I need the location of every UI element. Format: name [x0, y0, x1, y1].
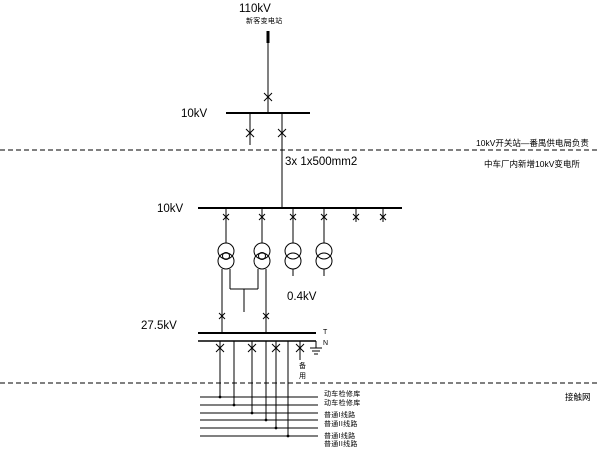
- feeder-label: 普通I线路: [324, 433, 356, 440]
- spare-label: 备用: [299, 363, 307, 380]
- feeder-label: 普通II线路: [324, 421, 358, 428]
- traction-feeder-drops: [215, 341, 305, 436]
- traction-transformer-2: [253, 242, 271, 270]
- feeder-label: 动车检修库: [324, 400, 361, 407]
- source-voltage-label: 110kV: [239, 3, 271, 15]
- substation-bus-label: 10kV: [157, 203, 184, 215]
- traction-transformer-1: [217, 242, 235, 270]
- switchyard-bus-label: 10kV: [181, 108, 208, 120]
- source-breaker: [263, 92, 273, 102]
- traction-bus-label: 27.5kV: [141, 320, 177, 332]
- switchyard-breaker-left: [245, 128, 255, 138]
- substation-zone-label: 中车厂内新增10kV变电所: [484, 159, 580, 169]
- switchyard-breaker-right: [277, 128, 287, 138]
- substation-feeders: [222, 208, 387, 243]
- feeder-label: 普通I线路: [324, 412, 356, 419]
- feeder-label: 动车检修库: [324, 391, 361, 398]
- distribution-transformer-2: [315, 242, 333, 270]
- cable-label: 3x 1x500mm2: [285, 156, 358, 168]
- bus-t-label: T: [323, 329, 328, 336]
- earth-symbol: [310, 341, 322, 355]
- feeder-label: 普通II线路: [324, 441, 358, 448]
- bus-n-label: N: [323, 340, 329, 347]
- contact-network-feeders: [200, 395, 318, 438]
- traction-secondary-wiring: [218, 269, 270, 333]
- source-name-label: 新客变电站: [246, 18, 283, 25]
- distribution-transformer-1: [284, 242, 302, 270]
- contact-network-label: 接触网: [565, 392, 591, 402]
- lv-voltage-label: 0.4kV: [287, 291, 317, 303]
- switchyard-zone-label: 10kV开关站—番禺供电局负责: [476, 138, 589, 148]
